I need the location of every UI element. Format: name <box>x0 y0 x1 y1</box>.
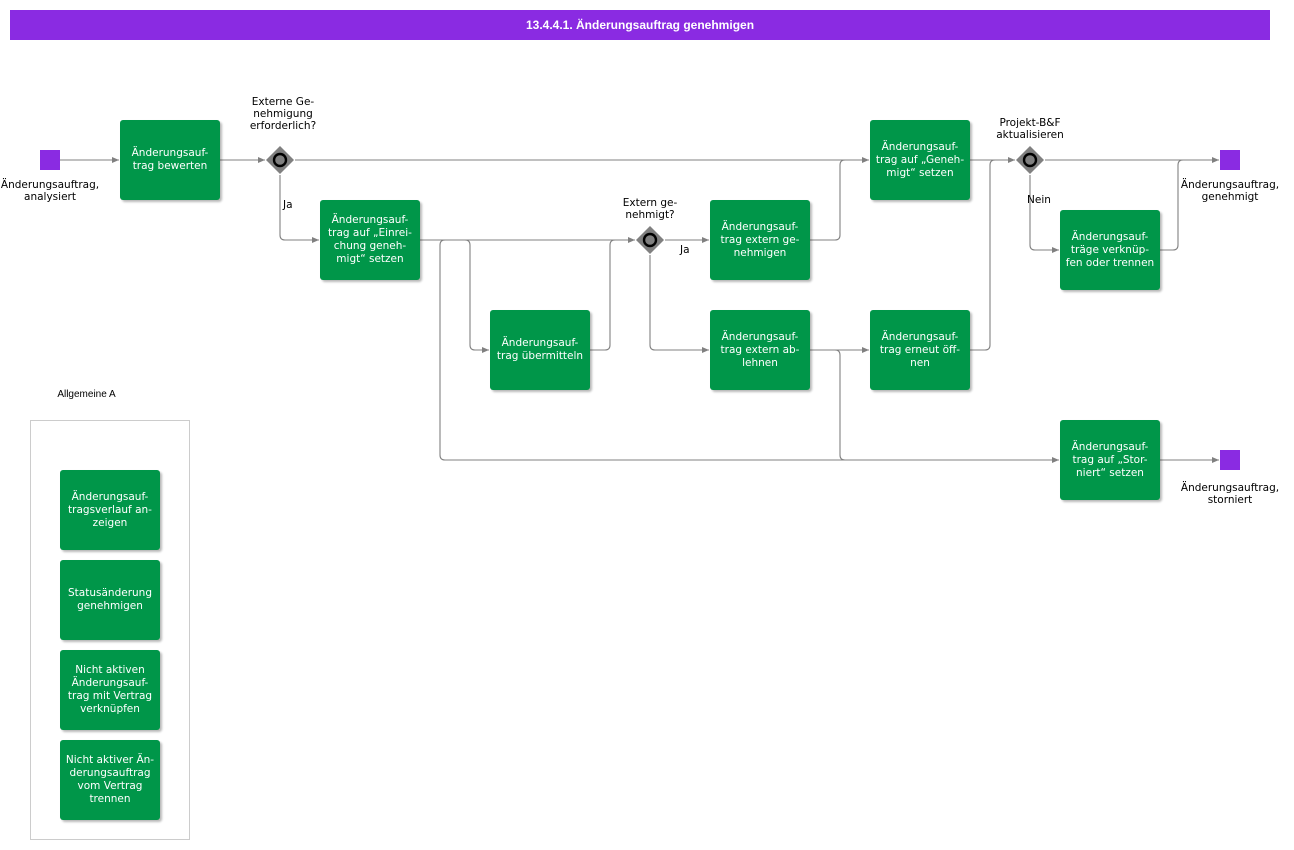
connector-einreichung-to-uebermitteln <box>464 239 489 353</box>
diagram-title: 13.4.4.1. Änderungsauftrag genehmigen <box>525 18 755 32</box>
task-genehmigt-setzen[interactable]: Änderungsauf- trag auf „Geneh- migt“ set… <box>870 120 970 200</box>
edge-label-g1-ja: Ja <box>283 199 293 211</box>
gateway-externe-genehmigung-label: Externe Ge- nehmigung erforderlich? <box>249 96 317 132</box>
legend-task-verlauf-anzeigen[interactable]: Änderungsauf- tragsverlauf an- zeigen <box>60 470 160 550</box>
task-verknuepfen-oder-trennen[interactable]: Änderungsauf- träge verknüp- fen oder tr… <box>1060 210 1160 290</box>
connector-g3-to-verknuepfen <box>1029 175 1059 253</box>
end-event-genehmigt[interactable] <box>1220 150 1240 170</box>
diagram-title-bar: 13.4.4.1. Änderungsauftrag genehmigen <box>10 10 1270 40</box>
task-erneut-oeffnen[interactable]: Änderungsauf- trag erneut öff- nen <box>870 310 970 390</box>
legend-task-mit-vertrag-verknuepfen[interactable]: Nicht aktiven Änderungsauf- trag mit Ver… <box>60 650 160 730</box>
legend-task-statusaenderung-genehmigen[interactable]: Statusänderung genehmigen <box>60 560 160 640</box>
connector-uebermitteln-to-g2 <box>590 239 616 351</box>
connector-g2-to-extern-ablehnen <box>649 255 709 353</box>
start-event[interactable] <box>40 150 60 170</box>
end-event-storniert-label: Änderungsauftrag, storniert <box>1180 482 1280 506</box>
gateway-projekt-aktualisieren[interactable] <box>1015 145 1045 175</box>
start-event-label: Änderungsauftrag, analysiert <box>0 179 100 203</box>
legend-box <box>30 420 190 840</box>
end-event-genehmigt-label: Änderungsauftrag, genehmigt <box>1180 179 1280 203</box>
connector-einreichung-to-storniert <box>439 239 1059 463</box>
gateway-extern-genehmigt-label: Extern ge- nehmigt? <box>622 197 678 221</box>
task-extern-ablehnen[interactable]: Änderungsauf- trag extern ab- lehnen <box>710 310 810 390</box>
connector-extern-genehmigen-to-genehmigt-setzen <box>810 159 846 241</box>
connector-extern-ablehnen-to-storniert <box>834 349 846 461</box>
end-event-storniert[interactable] <box>1220 450 1240 470</box>
gateway-extern-genehmigt[interactable] <box>635 225 665 255</box>
edge-label-g3-nein: Nein <box>1027 194 1051 206</box>
task-einreichung-genehmigt-setzen[interactable]: Änderungsauf- trag auf „Einrei- chung ge… <box>320 200 420 280</box>
connector-g1-to-einreichung <box>279 175 319 243</box>
connector-erneut-oeffnen-to-g3 <box>970 159 996 351</box>
connectors <box>60 157 1219 463</box>
legend-title: Allgemeine A <box>57 389 116 400</box>
gateway-externe-genehmigung[interactable] <box>265 145 295 175</box>
edge-label-g2-ja: Ja <box>680 244 690 256</box>
task-bewerten[interactable]: Änderungsauf- trag bewerten <box>120 120 220 200</box>
task-extern-genehmigen[interactable]: Änderungsauf- trag extern ge- nehmigen <box>710 200 810 280</box>
task-uebermitteln[interactable]: Änderungsauf- trag übermitteln <box>490 310 590 390</box>
legend-task-vom-vertrag-trennen[interactable]: Nicht aktiver Än- derungsauftrag vom Ver… <box>60 740 160 820</box>
task-storniert-setzen[interactable]: Änderungsauf- trag auf „Stor- niert“ set… <box>1060 420 1160 500</box>
connector-verknuepfen-to-end-genehmigt <box>1160 159 1184 251</box>
gateway-projekt-aktualisieren-label: Projekt-B&F aktualisieren <box>996 117 1064 141</box>
